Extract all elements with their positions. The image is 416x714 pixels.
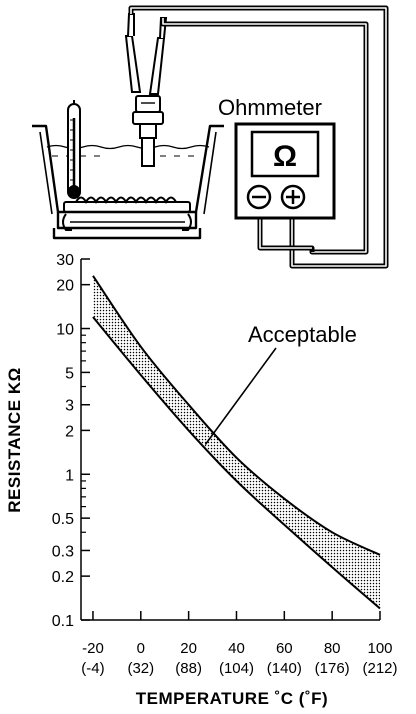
acceptable-band (93, 275, 380, 609)
x-tick-label-fahrenheit: (88) (175, 660, 202, 677)
x-tick-label-fahrenheit: (176) (315, 660, 350, 677)
x-tick-label-fahrenheit: (212) (362, 660, 397, 677)
x-tick-label-celsius: 100 (367, 640, 392, 657)
x-tick-label-celsius: 20 (180, 640, 197, 657)
ohmmeter-display (250, 130, 320, 178)
ohmmeter-label: Ohmmeter (218, 95, 322, 120)
y-tick-label: 2 (65, 423, 74, 440)
lower-limit-curve (92, 316, 381, 610)
y-tick-label: 10 (56, 322, 74, 339)
acceptable-annotation: Acceptable (248, 322, 357, 347)
heater-coil (62, 196, 192, 231)
x-tick-label-celsius: -20 (82, 640, 104, 657)
thermometer-icon (67, 100, 81, 199)
y-tick-label: 0.5 (52, 511, 74, 528)
test-setup-illustration: Ω Ohmmeter (32, 5, 389, 269)
water-pan (32, 124, 224, 240)
x-tick-label-fahrenheit: (-4) (81, 660, 104, 677)
ohm-symbol-icon: Ω (273, 140, 297, 173)
x-tick-label-fahrenheit: (32) (127, 660, 154, 677)
y-tick-label: 5 (65, 365, 74, 382)
x-tick-label-celsius: 40 (228, 640, 245, 657)
test-clip-left (124, 13, 142, 93)
x-tick-label-celsius: 80 (324, 640, 341, 657)
resistance-chart: 30 20 10 5 3 2 1 0.5 0.3 0.2 0.1 -20 (-4) 0 (32) 20 (88… (5, 252, 398, 708)
annotation-leader (204, 347, 277, 445)
y-tick-label: 0.2 (52, 569, 74, 586)
y-tick-label: 30 (56, 252, 74, 269)
y-tick-label: 3 (65, 398, 74, 415)
x-axis-label: TEMPERATURE ˚C (˚F) (136, 689, 328, 708)
y-tick-label: 20 (56, 278, 74, 295)
x-tick-label-fahrenheit: (104) (219, 660, 254, 677)
temperature-sensor (132, 95, 164, 167)
ohmmeter: Ω (234, 122, 336, 220)
x-tick-label-fahrenheit: (140) (267, 660, 302, 677)
y-ticks: 30 20 10 5 3 2 1 0.5 0.3 0.2 0.1 (52, 252, 90, 630)
x-ticks: -20 (-4) 0 (32) 20 (88) 40 (104) 60 (140) 80 (176) 1… (81, 611, 398, 677)
x-tick-label-celsius: 60 (276, 640, 293, 657)
y-axis-label: RESISTANCE KΩ (5, 367, 24, 512)
y-tick-label: 1 (65, 467, 74, 484)
y-tick-label: 0.3 (52, 543, 74, 560)
y-tick-label: 0.1 (52, 613, 74, 630)
x-tick-label-celsius: 0 (137, 640, 145, 657)
test-clip-right (148, 17, 168, 95)
upper-limit-curve (92, 275, 381, 556)
